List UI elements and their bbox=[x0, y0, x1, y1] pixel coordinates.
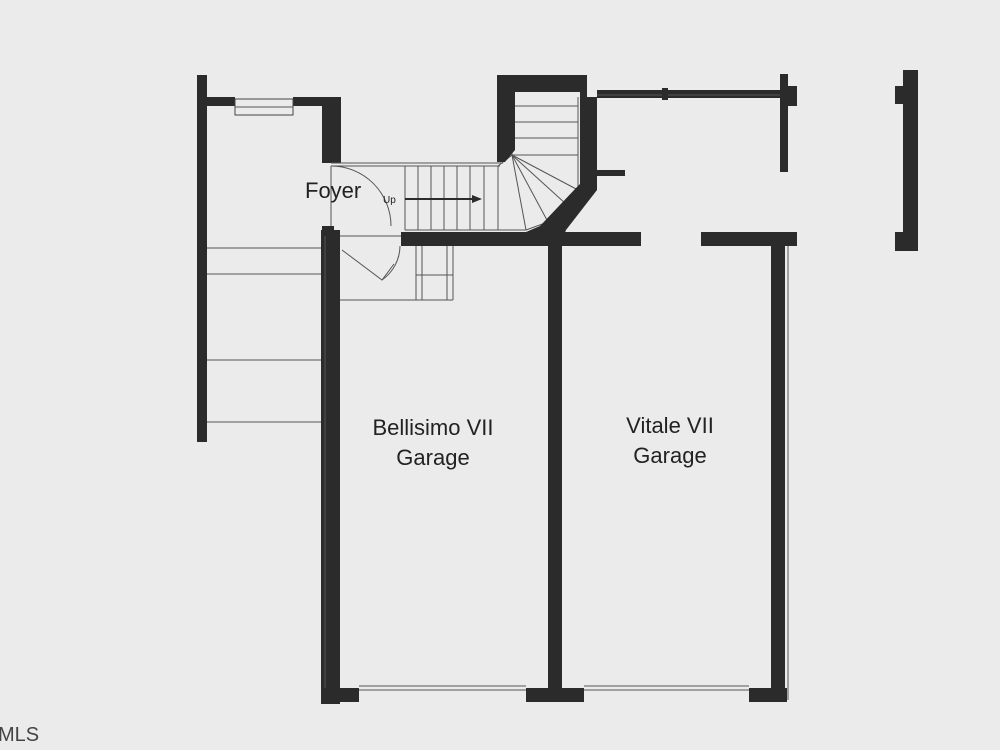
garages bbox=[321, 230, 797, 704]
garage-left-label-line1: Bellisimo VII bbox=[372, 415, 493, 440]
top-left-wall bbox=[197, 97, 341, 163]
wall-segment bbox=[903, 70, 918, 251]
wall-segment bbox=[780, 74, 788, 172]
wall-segment bbox=[293, 97, 341, 106]
wall-stub bbox=[788, 86, 797, 106]
wall-stub bbox=[895, 86, 905, 104]
wall-segment bbox=[749, 688, 787, 702]
wall-segment bbox=[701, 232, 797, 246]
wall-segment bbox=[597, 90, 797, 98]
wall-segment bbox=[197, 97, 235, 106]
garage-divider-wall bbox=[548, 246, 562, 698]
wall-segment bbox=[322, 97, 341, 163]
garage-left-label-line2: Garage bbox=[396, 445, 469, 470]
upper-right-walls bbox=[597, 70, 918, 251]
stair-up-label: Up bbox=[383, 195, 396, 206]
wall-stub bbox=[597, 170, 625, 176]
wall-stub bbox=[895, 232, 905, 251]
closet-door-swing bbox=[381, 245, 401, 281]
watermark: MLS bbox=[0, 724, 39, 746]
foyer-label: Foyer bbox=[305, 178, 361, 203]
porch-outer-wall bbox=[197, 75, 207, 442]
porch bbox=[197, 75, 322, 442]
garage-right-label-line1: Vitale VII bbox=[626, 413, 714, 438]
entry-door-swing bbox=[330, 165, 392, 227]
wall-stub bbox=[662, 88, 668, 100]
arrow-head-icon bbox=[472, 195, 482, 203]
wall-segment bbox=[560, 232, 641, 246]
stair-enclosure-wall bbox=[401, 75, 597, 246]
closet-door-leaf bbox=[341, 249, 395, 281]
garage-right-wall bbox=[771, 246, 785, 698]
garage-right-label-line2: Garage bbox=[633, 443, 706, 468]
foyer-area bbox=[322, 75, 597, 301]
wall-segment bbox=[526, 688, 584, 702]
garage-left-wall bbox=[321, 230, 340, 704]
wall-segment bbox=[321, 688, 359, 702]
